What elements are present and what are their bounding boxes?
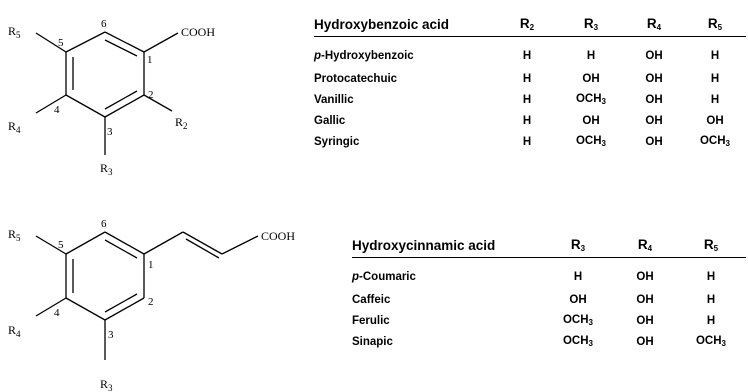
position-6-label: 6 xyxy=(101,18,107,30)
table-row: Caffeic OH OH H xyxy=(352,289,746,310)
substituent-cell: OCH3 xyxy=(562,314,593,327)
compound-name: p-Hydroxybenzoic xyxy=(314,37,496,69)
substituent-cell: OH xyxy=(636,335,654,348)
r3-label: R3 xyxy=(100,377,113,392)
substituent-cell: OH xyxy=(582,72,600,85)
compound-prefix: p xyxy=(352,270,360,283)
column-header: R2 xyxy=(496,12,558,37)
substituent-cell: OCH3 xyxy=(562,335,593,348)
table-row: Ferulic OCH3 OH H xyxy=(352,310,746,331)
position-6-label: 6 xyxy=(101,218,107,230)
substituent-cell: H xyxy=(710,72,720,85)
table-row: Gallic H OH OH OH xyxy=(314,110,746,131)
substituent-cell: OCH3 xyxy=(695,335,726,348)
substituent-cell: H xyxy=(522,49,532,62)
substituent-cell: OCH3 xyxy=(575,135,606,148)
r5-label: R5 xyxy=(8,24,21,40)
compound-name: Protocatechuic xyxy=(314,68,496,89)
column-header: R4 xyxy=(624,12,684,37)
substituent-cell: OH xyxy=(645,72,663,85)
position-3-label: 3 xyxy=(108,329,114,341)
substituent-cell: OH xyxy=(636,293,654,306)
table-row: p-Coumaric H OH H xyxy=(352,258,746,290)
position-2-label: 2 xyxy=(148,296,154,308)
substituent-cell: H xyxy=(710,49,720,62)
substituent-cell: H xyxy=(522,135,532,148)
cooh-label: COOH xyxy=(261,229,295,243)
compound-name: p-Coumaric xyxy=(352,258,542,290)
substituent-cell: OH xyxy=(636,314,654,327)
table-row: Vanillic H OCH3 OH H xyxy=(314,89,746,110)
compound-name-text: -Coumaric xyxy=(359,270,416,283)
compound-name-text: Syringic xyxy=(314,135,360,148)
substituent-cell: OH xyxy=(706,114,724,127)
compound-name-text: Ferulic xyxy=(352,314,390,327)
column-header: R3 xyxy=(558,12,624,37)
column-header: R3 xyxy=(542,233,614,258)
position-5-label: 5 xyxy=(58,239,64,251)
compound-name: Gallic xyxy=(314,110,496,131)
substituent-cell: H xyxy=(706,314,716,327)
position-1-label: 1 xyxy=(147,54,153,66)
position-5-label: 5 xyxy=(58,37,64,49)
table-header-row: Hydroxycinnamic acid R3 R4 R5 xyxy=(352,233,746,258)
r3-label: R3 xyxy=(100,161,113,177)
compound-name-text: Sinapic xyxy=(352,335,393,348)
compound-name-text: Protocatechuic xyxy=(314,72,398,85)
table-row: Syringic H OCH3 OH OCH3 xyxy=(314,131,746,152)
position-4-label: 4 xyxy=(54,307,60,319)
r2-label: R2 xyxy=(175,115,188,131)
position-1-label: 1 xyxy=(148,259,154,271)
compound-name: Vanillic xyxy=(314,89,496,110)
position-2-label: 2 xyxy=(148,89,154,101)
hydroxycinnamic-table: Hydroxycinnamic acid R3 R4 R5 p-Coumaric… xyxy=(352,233,746,352)
substituent-cell: OH xyxy=(582,114,600,127)
compound-name: Ferulic xyxy=(352,310,542,331)
substituent-cell: OH xyxy=(645,49,663,62)
cooh-label: COOH xyxy=(181,25,215,39)
compound-name-text: Caffeic xyxy=(352,293,391,306)
r4-label: R4 xyxy=(8,119,21,135)
position-4-label: 4 xyxy=(54,104,60,116)
compound-name-text: Gallic xyxy=(314,114,346,127)
table-header-row: Hydroxybenzoic acid R2 R3 R4 R5 xyxy=(314,12,746,37)
compound-name-text: -Hydroxybenzoic xyxy=(321,49,414,62)
table-row: p-Hydroxybenzoic H H OH H xyxy=(314,37,746,69)
compound-name: Caffeic xyxy=(352,289,542,310)
column-header: R4 xyxy=(614,233,676,258)
substituent-cell: H xyxy=(710,93,720,106)
substituent-cell: OH xyxy=(569,293,587,306)
column-header-name: Hydroxycinnamic acid xyxy=(352,233,542,258)
substituent-cell: H xyxy=(706,270,716,283)
substituent-cell: OH xyxy=(636,270,654,283)
column-header-name: Hydroxybenzoic acid xyxy=(314,12,496,37)
substituent-cell: OH xyxy=(645,93,663,106)
compound-name: Sinapic xyxy=(352,331,542,352)
substituent-cell: H xyxy=(586,49,596,62)
r4-label: R4 xyxy=(8,323,21,339)
substituent-cell: H xyxy=(706,293,716,306)
substituent-cell: H xyxy=(522,93,532,106)
column-header: R5 xyxy=(676,233,746,258)
r5-label: R5 xyxy=(8,227,21,243)
table-row: Sinapic OCH3 OH OCH3 xyxy=(352,331,746,352)
table-row: Protocatechuic H OH OH H xyxy=(314,68,746,89)
substituent-cell: H xyxy=(522,72,532,85)
hydroxybenzoic-structure: COOH R2 R3 R4 R5 1 2 3 4 5 6 xyxy=(8,18,215,177)
hydroxybenzoic-table: Hydroxybenzoic acid R2 R3 R4 R5 p-Hydrox… xyxy=(314,12,746,152)
substituent-cell: OCH3 xyxy=(699,135,730,148)
substituent-cell: OH xyxy=(645,135,663,148)
compound-prefix: p xyxy=(314,49,322,62)
column-header: R5 xyxy=(684,12,746,37)
substituent-cell: H xyxy=(522,114,532,127)
substituent-cell: OCH3 xyxy=(575,93,606,106)
hydroxycinnamic-structure: COOH R3 R4 R5 1 2 3 4 5 6 xyxy=(8,218,295,392)
substituent-cell: H xyxy=(573,270,583,283)
substituent-cell: OH xyxy=(645,114,663,127)
compound-name-text: Vanillic xyxy=(314,93,354,106)
position-3-label: 3 xyxy=(107,126,113,138)
compound-name: Syringic xyxy=(314,131,496,152)
